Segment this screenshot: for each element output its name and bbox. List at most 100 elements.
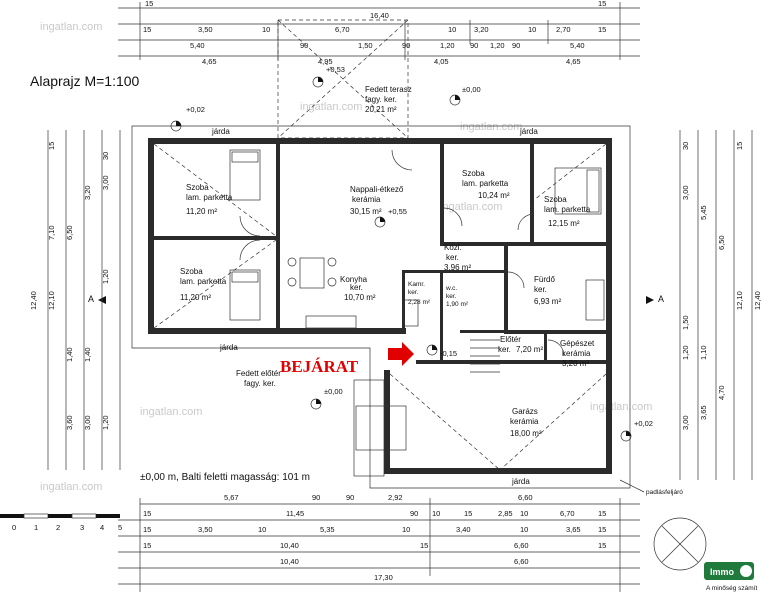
right-dimension-values: 12,40 12,10 5,45 6,50 3,00 1,50 1,20 4,7… bbox=[681, 142, 762, 430]
dimension-label: 15 bbox=[143, 25, 151, 34]
room-name: Előtér bbox=[500, 335, 521, 344]
dimension-label: 15 bbox=[47, 142, 56, 150]
bed-icon bbox=[554, 167, 602, 215]
level-label: ±0,00 bbox=[324, 387, 343, 396]
level-marker-icon bbox=[374, 216, 386, 228]
dimension-label: 1,20 bbox=[490, 41, 505, 50]
scale-tick-label: 1 bbox=[34, 523, 38, 532]
sidewalk-label: járda bbox=[519, 127, 538, 136]
room-name: Szoba bbox=[180, 267, 203, 276]
north-circle-icon bbox=[653, 517, 707, 571]
dimension-label: 1,20 bbox=[681, 345, 690, 360]
room-floor: ker. bbox=[446, 293, 457, 300]
room-labels: Fedett terasz fagy. ker. 20,21 m² Nappal… bbox=[180, 85, 595, 438]
bathtub-icon bbox=[585, 279, 605, 321]
dimension-label: 90 bbox=[300, 41, 308, 50]
dimension-label: 10 bbox=[262, 25, 270, 34]
dimension-label: 30 bbox=[681, 142, 690, 150]
roof-eave-outline bbox=[131, 125, 631, 489]
level-label: -0,15 bbox=[440, 349, 457, 358]
room-name: Fedett előtér bbox=[236, 369, 281, 378]
dimension-label: 3,40 bbox=[456, 525, 471, 534]
dimension-label: 4,05 bbox=[434, 57, 449, 66]
dimension-label: 10 bbox=[258, 525, 266, 534]
level-label: ±0,00 bbox=[462, 85, 481, 94]
section-label: A bbox=[88, 294, 94, 304]
room-name: Nappali-étkező bbox=[350, 185, 404, 194]
scale-tick-label: 5 bbox=[118, 523, 122, 532]
dimension-label: 15 bbox=[598, 541, 606, 550]
attic-access-label: padlásfeljáró bbox=[646, 489, 683, 496]
room-floor: kerámia bbox=[562, 349, 591, 358]
scale-tick-label: 4 bbox=[100, 523, 104, 532]
dimension-label: 1,50 bbox=[681, 315, 690, 330]
furniture bbox=[229, 149, 605, 329]
dimension-label: 3,60 bbox=[65, 415, 74, 430]
watermark-text: ingatlan.com bbox=[440, 201, 502, 213]
logo-tagline: A minőség számít bbox=[706, 585, 757, 592]
dimension-label: 15 bbox=[143, 541, 151, 550]
bottom-dimension-values: 5,67 90 90 2,92 6,60 15 11,45 90 10 15 2… bbox=[143, 493, 606, 582]
room-name: Szoba bbox=[462, 169, 485, 178]
room-name: Gépészet bbox=[560, 339, 595, 348]
top-dimension-values: 15 16,40 15 15 3,50 10 6,70 10 3,20 10 2… bbox=[143, 0, 606, 66]
room-area: 2,28 m² bbox=[408, 299, 431, 306]
room-name: Kamr. bbox=[408, 281, 425, 288]
dimension-label: 3,50 bbox=[198, 525, 213, 534]
roof-ridge-lines bbox=[153, 143, 607, 471]
entrance-label: BEJÁRAT bbox=[280, 357, 359, 376]
walls bbox=[148, 138, 612, 474]
entrance-arrow-icon bbox=[388, 342, 414, 366]
dimension-label: 12,10 bbox=[47, 291, 56, 310]
entrance-canopy bbox=[355, 405, 407, 451]
room-area: 6,93 m² bbox=[534, 297, 561, 306]
logo-badge bbox=[704, 562, 754, 580]
room-floor: ker. bbox=[446, 253, 459, 262]
room-area: 18,00 m² bbox=[510, 429, 542, 438]
dimension-label: 5,35 bbox=[320, 525, 335, 534]
sidewalk-label: járda bbox=[219, 343, 238, 352]
dimension-label: 90 bbox=[470, 41, 478, 50]
door-swings bbox=[239, 149, 565, 357]
dimension-label: 6,50 bbox=[717, 235, 726, 250]
dimension-label: 1,10 bbox=[699, 345, 708, 360]
dimension-label: 5,45 bbox=[699, 205, 708, 220]
dimension-label: 2,92 bbox=[388, 493, 403, 502]
level-marker-icon bbox=[312, 76, 324, 88]
logo-name: Immo bbox=[710, 567, 735, 577]
dimension-label: 2,85 bbox=[498, 509, 513, 518]
level-markers: +0,02 +0,53 ±0,00 +0,55 -0,15 ±0,00 +0,0… bbox=[170, 65, 653, 442]
dimension-label: 10,40 bbox=[280, 557, 299, 566]
dimension-label: 3,65 bbox=[566, 525, 581, 534]
room-floor: lam. parketta bbox=[186, 193, 233, 202]
room-name: Fedett terasz bbox=[365, 85, 412, 94]
watermark-layer: ingatlan.com ingatlan.com ingatlan.com i… bbox=[40, 21, 652, 493]
room-floor: lam. parketta bbox=[180, 277, 227, 286]
room-floor: fagy. ker. bbox=[244, 379, 276, 388]
room-floor: ker. bbox=[408, 289, 419, 296]
scale-bar: 0 1 2 3 4 5 bbox=[0, 513, 122, 532]
section-arrow-icon bbox=[646, 296, 654, 304]
dimension-label: 15 bbox=[143, 525, 151, 534]
elevation-note: ±0,00 m, Balti feletti magasság: 101 m bbox=[140, 472, 310, 483]
dimension-label: 6,60 bbox=[514, 557, 529, 566]
section-label: A bbox=[658, 294, 664, 304]
dimension-label: 17,30 bbox=[374, 573, 393, 582]
dimension-label: 15 bbox=[598, 25, 606, 34]
dimension-label: 1,40 bbox=[83, 347, 92, 362]
dimension-label: 15 bbox=[143, 509, 151, 518]
bed-icon bbox=[229, 149, 261, 201]
room-name: Konyha bbox=[340, 275, 368, 284]
room-name: w.c. bbox=[445, 285, 457, 292]
left-dimension-values: 12,40 12,10 7,10 6,50 3,20 3,00 1,20 1,4… bbox=[29, 142, 110, 430]
dimension-label: 10 bbox=[528, 25, 536, 34]
dimension-label: 15 bbox=[598, 525, 606, 534]
dimension-label: 11,45 bbox=[286, 509, 304, 518]
dimension-label: 10,40 bbox=[280, 541, 299, 550]
room-floor: ker. bbox=[534, 285, 547, 294]
dimension-label: 16,40 bbox=[370, 11, 389, 20]
room-name: Szoba bbox=[186, 183, 209, 192]
dimension-label: 15 bbox=[735, 142, 744, 150]
dimension-label: 90 bbox=[402, 41, 410, 50]
room-name: Szoba bbox=[544, 195, 567, 204]
